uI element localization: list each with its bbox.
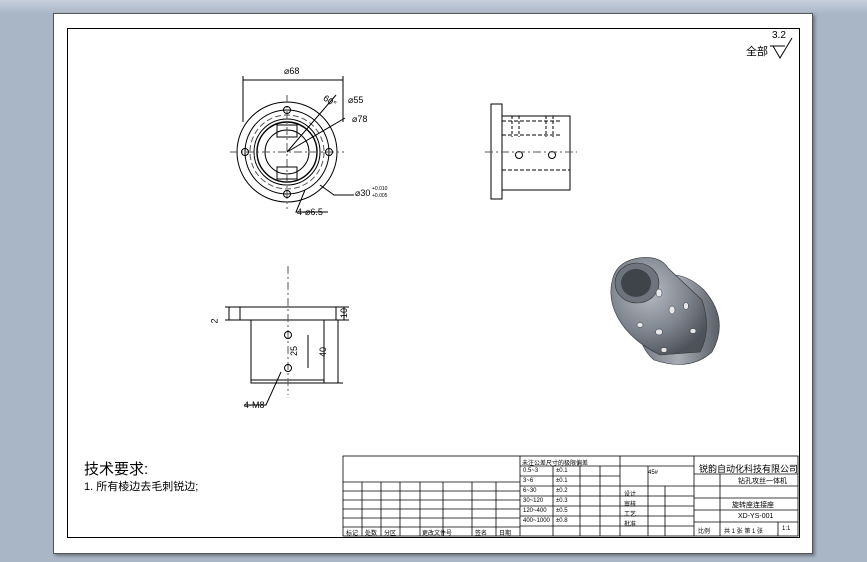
tb-label-zone: 分区 (384, 531, 397, 537)
dim-bore-tol-lower: +0.005 (372, 193, 388, 199)
tolerance-range: 120~400 (523, 508, 547, 514)
tb-label-design: 设计 (624, 492, 637, 498)
part-name: 旋转座连接座 (732, 502, 774, 509)
tolerance-value: ±0.5 (556, 508, 568, 514)
dim-height-10: 10 (339, 307, 350, 319)
dim-bore-tol-upper: +0.010 (372, 186, 388, 192)
dim-outer-dia: ⌀68 (284, 66, 300, 76)
product-name: 钻孔攻丝一体机 (738, 478, 787, 485)
tb-label-process: 工艺 (624, 512, 637, 518)
tech-requirement-item: 1. 所有棱边去毛刺锐边; (84, 481, 199, 493)
section-view (225, 266, 349, 406)
dim-flange-thk: 2 (209, 318, 220, 324)
tolerance-value: ±0.1 (556, 468, 568, 474)
tb-label-change: 更改文件号 (422, 531, 453, 537)
tb-label-mark: 标记 (346, 531, 359, 537)
dim-holes: 4-⌀6.5 (297, 207, 323, 217)
front-view (230, 76, 354, 213)
tolerance-value: ±0.8 (556, 518, 568, 524)
isometric-3d-model (610, 257, 720, 365)
scale-value: 1:1 (782, 526, 791, 532)
sheet-count: 共 1 张 第 1 张 (724, 529, 764, 535)
tb-label-count: 处数 (365, 531, 378, 537)
tolerance-value: ±0.2 (556, 488, 568, 494)
tb-label-date: 日期 (499, 531, 512, 537)
tolerance-value: ±0.1 (556, 478, 568, 484)
tb-label-review: 审核 (624, 502, 637, 508)
scale-label: 比例 (698, 529, 711, 535)
roughness-label: 全部 (746, 46, 768, 58)
tolerance-table-header: 未注公差尺寸的极限偏差 (522, 461, 589, 467)
dim-body-len: 40 (318, 346, 329, 358)
tb-label-approve: 批准 (624, 522, 637, 528)
tolerance-value: ±0.3 (556, 498, 568, 504)
tolerance-range: 400~1000 (523, 518, 550, 524)
tolerance-range: 3~6 (523, 478, 534, 484)
tolerance-range: 30~120 (523, 498, 544, 504)
surface-roughness-symbol (770, 37, 793, 59)
dim-dia-55: ⌀55 (348, 95, 364, 105)
viewer-header-strip (0, 0, 867, 14)
tolerance-range: 0.5~3 (523, 468, 539, 474)
roughness-value: 3.2 (772, 30, 786, 41)
tb-label-sign: 签名 (475, 531, 488, 537)
tech-requirements-title: 技术要求: (84, 461, 149, 478)
company-name: 锐韵自动化科技有限公司 (699, 464, 799, 474)
tolerance-range: 6~30 (523, 488, 537, 494)
drawing-frame (67, 28, 800, 538)
dim-tapped: 4-M8 (244, 400, 265, 410)
side-view (485, 103, 577, 200)
material: 45# (648, 470, 659, 476)
title-block-grid (342, 455, 799, 537)
drawing-number: XD-YS-001 (738, 513, 774, 520)
dim-spacing: 25 (289, 345, 300, 357)
dim-bore: ⌀30 (355, 188, 371, 198)
dim-dia-78: ⌀78 (352, 114, 368, 124)
